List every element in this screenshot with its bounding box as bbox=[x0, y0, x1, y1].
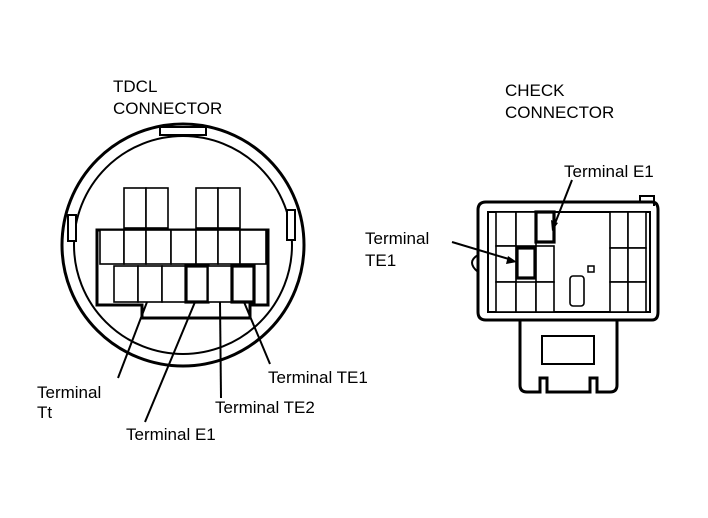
check-label-e1: Terminal E1 bbox=[564, 162, 654, 181]
check-label-te1-line1: Terminal bbox=[365, 229, 429, 248]
tdcl-left-latch bbox=[67, 214, 77, 242]
tdcl-cavity bbox=[195, 229, 219, 265]
tdcl-cavity bbox=[145, 229, 172, 265]
tdcl-cavity bbox=[113, 265, 139, 303]
check-cavity bbox=[609, 211, 629, 249]
check-cavity bbox=[609, 247, 629, 283]
check-cavity bbox=[495, 211, 517, 247]
tdcl-label-te2: Terminal TE2 bbox=[215, 398, 315, 417]
check-tab-window bbox=[541, 335, 595, 365]
check-cavity bbox=[535, 245, 555, 283]
tdcl-label-tt-line2: Tt bbox=[37, 403, 52, 422]
check-center-slot bbox=[569, 275, 585, 307]
tdcl-title-line2: CONNECTOR bbox=[113, 99, 222, 118]
tdcl-cavity bbox=[123, 229, 147, 265]
tdcl-cavity bbox=[161, 265, 187, 303]
tdcl-leader-te2 bbox=[219, 301, 222, 399]
check-connector: CHECK CONNECTOR bbox=[365, 81, 660, 394]
check-cavity-e1 bbox=[534, 210, 556, 244]
tdcl-title-line1: TDCL bbox=[113, 77, 157, 96]
check-cavity bbox=[535, 281, 555, 313]
check-leader-te1-arrow bbox=[506, 256, 517, 264]
tdcl-cavity-te2 bbox=[207, 265, 233, 303]
tdcl-leader-tt bbox=[117, 301, 148, 379]
check-cavity bbox=[515, 281, 537, 313]
check-label-te1-line2: TE1 bbox=[365, 251, 396, 270]
check-housing bbox=[476, 200, 660, 322]
tdcl-cavity bbox=[170, 229, 197, 265]
tdcl-cavity bbox=[217, 187, 241, 229]
check-cavity-te1 bbox=[515, 246, 537, 280]
tdcl-connector: TDCL CONNECTOR bbox=[37, 77, 368, 444]
tdcl-leader-te1 bbox=[243, 301, 271, 365]
check-cavity bbox=[627, 281, 647, 313]
check-cavity bbox=[495, 281, 517, 313]
tdcl-label-te1: Terminal TE1 bbox=[268, 368, 368, 387]
check-top-clip bbox=[639, 195, 655, 206]
check-cavity bbox=[515, 211, 537, 247]
tdcl-cavity bbox=[239, 229, 267, 265]
tdcl-leader-e1 bbox=[144, 301, 196, 423]
check-side-bump bbox=[471, 254, 479, 273]
tdcl-cavity-e1 bbox=[184, 264, 210, 304]
check-cavity bbox=[627, 211, 647, 249]
check-housing-inner bbox=[487, 211, 651, 313]
tdcl-key-tab bbox=[159, 126, 207, 136]
check-cavity bbox=[609, 281, 629, 313]
check-cavity bbox=[627, 247, 647, 283]
check-bottom-tab bbox=[518, 320, 619, 394]
tdcl-cavity bbox=[145, 187, 169, 229]
check-leader-e1-arrow bbox=[551, 220, 558, 231]
check-leader-e1 bbox=[553, 179, 573, 227]
tdcl-cavity bbox=[99, 229, 125, 265]
tdcl-cavity bbox=[195, 187, 219, 229]
tdcl-cavity-te1 bbox=[230, 264, 256, 304]
tdcl-label-tt-line1: Terminal bbox=[37, 383, 101, 402]
check-center-pin bbox=[587, 265, 595, 273]
tdcl-right-latch bbox=[286, 209, 296, 241]
tdcl-cavity-tt bbox=[137, 265, 163, 303]
check-leader-te1 bbox=[451, 241, 513, 261]
check-title-line2: CONNECTOR bbox=[505, 103, 614, 122]
tdcl-cavity bbox=[123, 187, 147, 229]
tdcl-label-e1: Terminal E1 bbox=[126, 425, 216, 444]
tdcl-cavity bbox=[217, 229, 241, 265]
check-title-line1: CHECK bbox=[505, 81, 565, 100]
